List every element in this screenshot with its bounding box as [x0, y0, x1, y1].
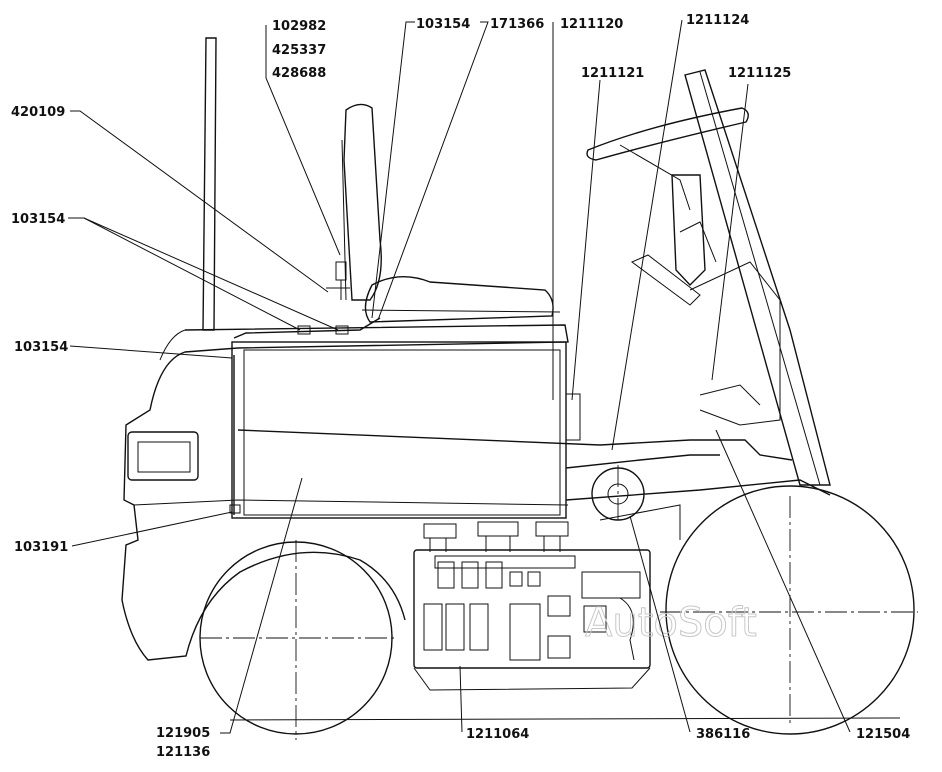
- watermark: AutoSoft: [585, 600, 757, 646]
- label-386116: 386116: [696, 727, 750, 742]
- label-425337: 425337: [272, 43, 326, 58]
- label-103191: 103191: [14, 540, 68, 555]
- label-102982: 102982: [272, 19, 326, 34]
- label-420109: 420109: [11, 105, 65, 120]
- leader-lines: [68, 19, 851, 734]
- label-1211124: 1211124: [686, 13, 749, 28]
- label-428688: 428688: [272, 66, 326, 81]
- label-1211121: 1211121: [581, 66, 644, 81]
- label-1211064: 1211064: [466, 727, 529, 742]
- center-lines: [200, 465, 918, 740]
- part-labels: 102982 425337 428688 103154 171366 12111…: [11, 13, 910, 760]
- label-1211125: 1211125: [728, 66, 791, 81]
- label-103154-mid: 103154: [14, 340, 68, 355]
- label-103154-left: 103154: [11, 212, 65, 227]
- vehicle-outline: [121, 37, 915, 735]
- label-121504: 121504: [856, 727, 910, 742]
- label-121136: 121136: [156, 745, 210, 760]
- label-121905: 121905: [156, 726, 210, 741]
- label-171366: 171366: [490, 17, 544, 32]
- label-103154-top: 103154: [416, 17, 470, 32]
- label-1211120: 1211120: [560, 17, 623, 32]
